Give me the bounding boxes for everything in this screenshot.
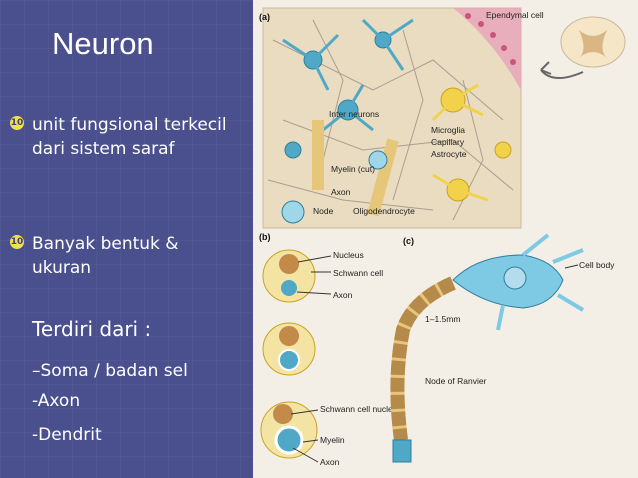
composition-heading: Terdiri dari : xyxy=(32,317,152,341)
label-nucleus: Nucleus xyxy=(333,250,364,260)
label-cell-body: Cell body xyxy=(579,260,615,270)
label-node-of-ranvier: Node of Ranvier xyxy=(425,376,487,386)
label-distance: 1–1.5mm xyxy=(425,314,460,324)
bullet-text: Banyak bentuk & ukuran xyxy=(32,234,179,278)
label-ependymal: Ependymal cell xyxy=(486,10,544,20)
panel-b-label: (b) xyxy=(259,232,271,242)
label-microglia: Microglia xyxy=(431,125,465,135)
component-item: –Soma / badan sel xyxy=(32,361,188,381)
panel-c-label: (c) xyxy=(403,236,414,246)
bullet-icon: 10 xyxy=(10,235,24,249)
schwann-cell-stage xyxy=(262,322,316,376)
label-myelin: Myelin xyxy=(320,435,345,445)
slide-title: Neuron xyxy=(52,26,154,61)
bullet-icon: 10 xyxy=(10,116,24,130)
bullet-text: unit fungsional terkecil dari sistem sar… xyxy=(32,115,227,159)
schwann-cell-stage xyxy=(262,249,316,303)
label-axon-b2: Axon xyxy=(320,457,340,467)
spinal-cord-inset xyxy=(540,16,626,79)
label-myelin-cut: Myelin (cut) xyxy=(331,164,375,174)
label-axon-a: Axon xyxy=(331,187,351,197)
schwann-cell-stage xyxy=(260,401,318,459)
panel-a-label: (a) xyxy=(259,12,270,22)
panel-a-frame xyxy=(262,7,522,229)
component-item: -Axon xyxy=(32,391,81,411)
label-schwann-nucleus: Schwann cell nucleus xyxy=(320,404,402,414)
cell-body xyxy=(452,233,585,331)
label-astrocyte: Astrocyte xyxy=(431,149,467,159)
label-axon-b: Axon xyxy=(333,290,353,300)
bullet-item: 10 Banyak bentuk & ukuran xyxy=(10,232,238,280)
label-inter-neurons: Inter neurons xyxy=(329,109,379,119)
component-item: -Dendrit xyxy=(32,425,102,445)
label-schwann-cell: Schwann cell xyxy=(333,268,383,278)
neuron-illustration: (a) xyxy=(259,7,626,467)
bullet-item: 10 unit fungsional terkecil dari sistem … xyxy=(10,113,238,161)
label-capillary: Capillary xyxy=(431,137,465,147)
label-oligodendrocyte: Oligodendrocyte xyxy=(353,206,415,216)
neuron-figure: (a) xyxy=(253,0,638,478)
label-node: Node xyxy=(313,206,334,216)
